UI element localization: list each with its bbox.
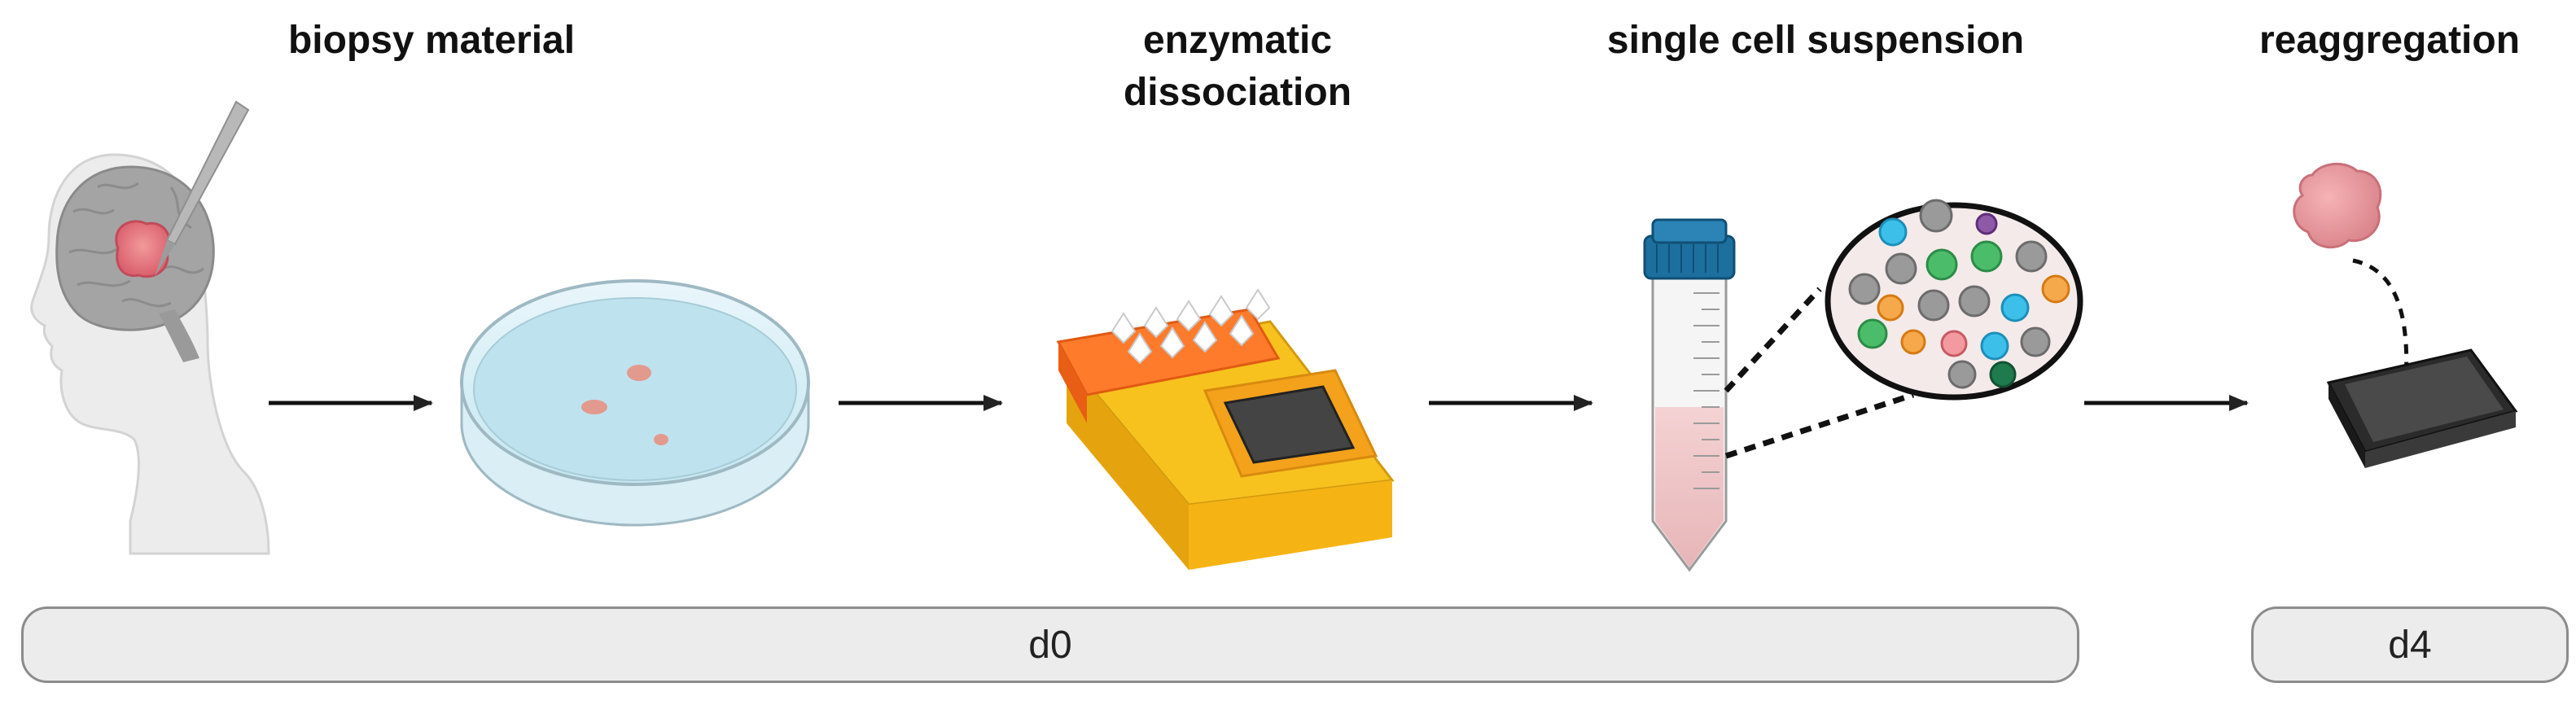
organoid-icon — [2293, 162, 2382, 249]
step-title-dissociation-line1: enzymatic — [1142, 19, 1333, 62]
falcon-tube-icon — [1643, 218, 1736, 572]
step-title-dissociation-line2: dissociation — [1123, 71, 1352, 114]
step-title-suspension: single cell suspension — [1606, 19, 2025, 62]
timeline-bar-d4: d4 — [2251, 606, 2569, 683]
timeline-bar-d0: d0 — [21, 606, 2079, 683]
timeline-label-d4: d4 — [2388, 623, 2432, 667]
transfer-arrow — [2352, 258, 2411, 383]
step-title-biopsy: biopsy material — [287, 19, 576, 62]
petri-dish-icon — [460, 279, 810, 527]
step-title-reaggregation: reaggregation — [2258, 19, 2521, 62]
zoom-lines — [1724, 287, 1915, 459]
timeline-label-d0: d0 — [1028, 623, 1072, 667]
magnified-cells-icon — [1825, 199, 2083, 401]
step-title-dissociation: enzymatic dissociation — [1058, 15, 1417, 119]
dissociator-device-icon — [1056, 288, 1395, 570]
head-with-brain-icon — [30, 100, 270, 555]
well-plate-icon — [2326, 348, 2518, 468]
